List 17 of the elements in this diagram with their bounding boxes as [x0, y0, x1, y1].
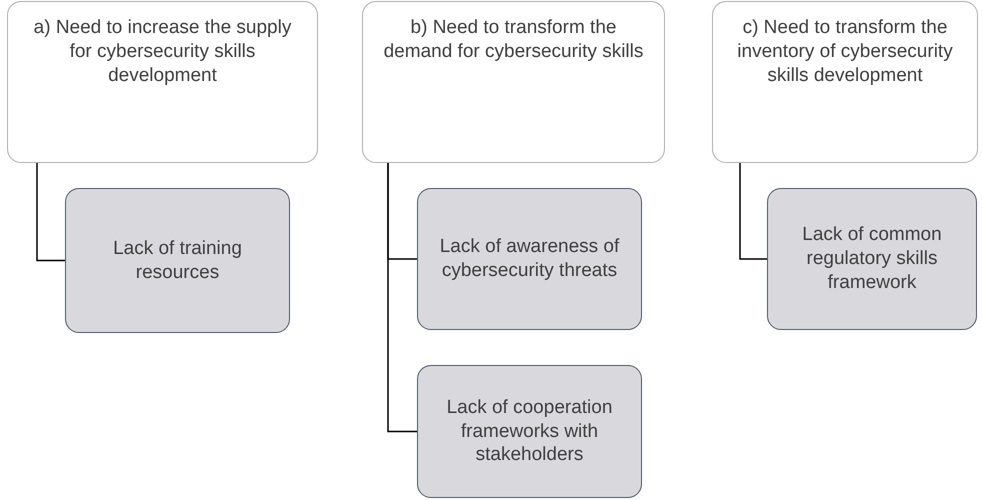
connector-line: [739, 163, 767, 260]
connector-line: [36, 163, 65, 262]
issue-box: [65, 188, 290, 333]
connector-line: [387, 163, 417, 432]
box-text: b) Need to transform the demand for cybersecurity skills: [382, 16, 644, 64]
box-text: Lack of common regulatory skills framework: [801, 223, 943, 295]
box-text: Lack of training resources: [112, 236, 243, 284]
box-text: Lack of cooperation frameworks with stakeholders: [446, 396, 614, 468]
category-box: [712, 1, 978, 163]
box-text: c) Need to transform the inventory of cybersecurity skills development: [736, 16, 954, 88]
category-box: [362, 1, 665, 163]
issue-box: [417, 365, 642, 498]
box-text: Lack of awareness of cybersecurity threats: [438, 235, 620, 283]
issue-box: [767, 188, 977, 330]
box-text: a) Need to increase the supply for cybersecurity skills development: [32, 16, 292, 88]
issue-box: [417, 188, 642, 330]
category-box: [7, 1, 318, 163]
